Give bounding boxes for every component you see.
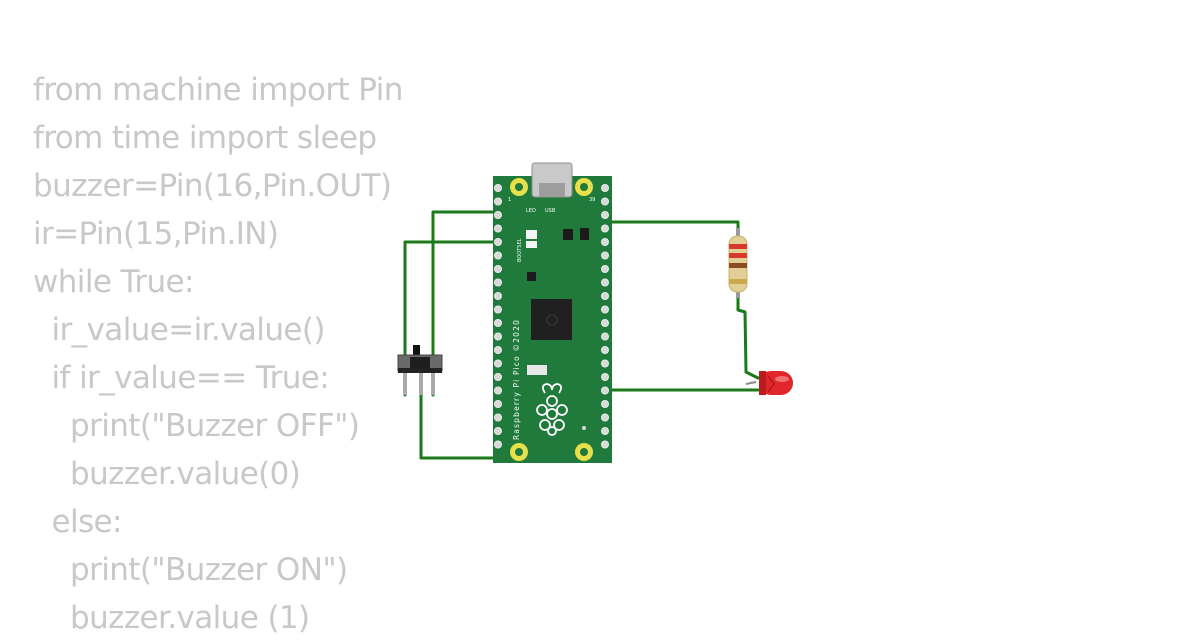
right-pin-16[interactable] bbox=[601, 386, 610, 395]
right-pin-18[interactable] bbox=[601, 413, 610, 422]
left-pin-3[interactable] bbox=[493, 210, 502, 219]
left-pin-9[interactable] bbox=[493, 291, 502, 300]
code-line-3: buzzer=Pin(16,Pin.OUT) bbox=[33, 168, 392, 204]
slide-switch[interactable] bbox=[397, 345, 443, 395]
right-pin-14[interactable] bbox=[601, 359, 610, 368]
left-pin-4[interactable] bbox=[493, 224, 502, 233]
code-line-10: else: bbox=[33, 504, 123, 540]
right-pin-8[interactable] bbox=[601, 278, 610, 287]
right-pin-17[interactable] bbox=[601, 399, 610, 408]
pin-row-right bbox=[601, 183, 610, 449]
left-pin-16[interactable] bbox=[493, 386, 502, 395]
raspberry-logo-icon bbox=[536, 383, 568, 436]
wire-resistor-top[interactable] bbox=[603, 220, 740, 240]
right-pin-11[interactable] bbox=[601, 318, 610, 327]
led-red[interactable] bbox=[745, 371, 793, 395]
code-panel: from machine import Pin from time import… bbox=[33, 66, 403, 642]
right-pin-4[interactable] bbox=[601, 224, 610, 233]
right-pin-5[interactable] bbox=[601, 237, 610, 246]
right-pin-15[interactable] bbox=[601, 372, 610, 381]
right-pin-9[interactable] bbox=[601, 291, 610, 300]
code-line-2: from time import sleep bbox=[33, 120, 377, 156]
raspberry-pi-pico-board[interactable]: 1 39 LED USB BOOTSEL Raspberry Pi Pico ©… bbox=[493, 162, 612, 463]
left-pin-20[interactable] bbox=[493, 440, 502, 449]
right-pin-1[interactable] bbox=[601, 183, 610, 192]
code-line-9: buzzer.value(0) bbox=[33, 456, 301, 492]
right-pin-19[interactable] bbox=[601, 426, 610, 435]
code-line-4: ir=Pin(15,Pin.IN) bbox=[33, 216, 279, 252]
led-label: LED bbox=[526, 208, 536, 214]
left-pin-1[interactable] bbox=[493, 183, 502, 192]
bootsel-button[interactable] bbox=[526, 230, 537, 239]
resistor[interactable] bbox=[728, 228, 748, 298]
bootsel-label: BOOTSEL bbox=[517, 238, 523, 262]
left-pin-12[interactable] bbox=[493, 332, 502, 341]
left-pin-19[interactable] bbox=[493, 426, 502, 435]
right-pin-20[interactable] bbox=[601, 440, 610, 449]
left-pin-17[interactable] bbox=[493, 399, 502, 408]
code-line-11: print("Buzzer ON") bbox=[33, 552, 348, 588]
left-pin-5[interactable] bbox=[493, 237, 502, 246]
left-pin-2[interactable] bbox=[493, 197, 502, 206]
right-pin-10[interactable] bbox=[601, 305, 610, 314]
right-pin-2[interactable] bbox=[601, 197, 610, 206]
left-pin-18[interactable] bbox=[493, 413, 502, 422]
code-line-1: from machine import Pin bbox=[33, 72, 403, 108]
left-pin-7[interactable] bbox=[493, 264, 502, 273]
pin-row-left bbox=[493, 183, 502, 449]
left-pin-14[interactable] bbox=[493, 359, 502, 368]
right-pin-12[interactable] bbox=[601, 332, 610, 341]
rp2040-chip bbox=[531, 299, 572, 340]
left-pin-8[interactable] bbox=[493, 278, 502, 287]
code-line-8: print("Buzzer OFF") bbox=[33, 408, 360, 444]
right-pin-3[interactable] bbox=[601, 210, 610, 219]
pin39-label: 39 bbox=[589, 197, 595, 203]
usb-label: USB bbox=[545, 208, 556, 214]
code-line-7: if ir_value== True: bbox=[33, 360, 330, 396]
left-pin-6[interactable] bbox=[493, 251, 502, 260]
left-pin-10[interactable] bbox=[493, 305, 502, 314]
left-pin-13[interactable] bbox=[493, 345, 502, 354]
wire-resistor-led[interactable] bbox=[736, 290, 760, 380]
code-line-6: ir_value=ir.value() bbox=[33, 312, 326, 348]
pin1-label: 1 bbox=[508, 197, 511, 203]
code-line-5: while True: bbox=[33, 264, 194, 300]
right-pin-7[interactable] bbox=[601, 264, 610, 273]
right-pin-6[interactable] bbox=[601, 251, 610, 260]
right-pin-13[interactable] bbox=[601, 345, 610, 354]
left-pin-11[interactable] bbox=[493, 318, 502, 327]
wire-switch-ground[interactable] bbox=[419, 393, 502, 460]
board-silkscreen: Raspberry Pi Pico ©2020 bbox=[512, 319, 521, 440]
left-pin-15[interactable] bbox=[493, 372, 502, 381]
